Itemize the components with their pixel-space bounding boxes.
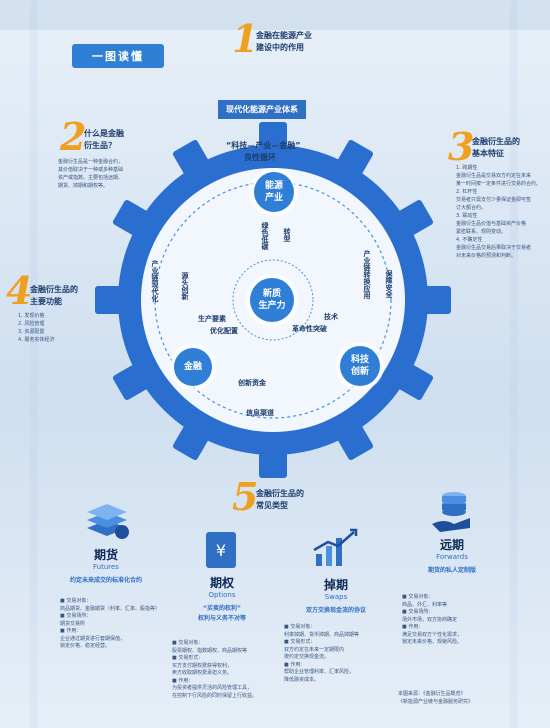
card-swaps-title: 掉期	[323, 578, 348, 592]
section-number-3: 3	[448, 124, 475, 169]
section-3-title-line2: 基本特征	[472, 149, 504, 158]
arrow-label-security: 保障安全	[385, 270, 393, 298]
section-1-title-line1: 金融在能源产业	[256, 31, 312, 40]
section-3-title-line1: 金融衍生品的	[472, 137, 520, 146]
card-options-body: ■ 交易对象： 股票期权、指数期权、商品期权等 ■ 交易形式： 买方支付期权费获…	[172, 640, 258, 699]
arrow-label-innovate: 源头创新	[181, 272, 189, 300]
card-forwards: 远期 Forwards 期货的私人定制版	[392, 536, 512, 574]
card-forwards-body: ■ 交易对象： 商品、外汇、利率等 ■ 交易场所： 场外市场，双方协商确定 ■ …	[402, 594, 463, 645]
arrow-label-capital: 创新资金	[238, 379, 266, 387]
node-new-productivity: 新质 生产力	[250, 278, 294, 322]
card-options-en: Options	[208, 591, 236, 599]
card-swaps-en: Swaps	[324, 593, 348, 601]
section-3-body: 1. 跨期性 金融衍生品是交易双方约定在未来 某一时间按一定条件进行交易的合约。…	[456, 165, 542, 259]
card-options-sub2: 权利与义务不对等	[197, 615, 246, 622]
section-4-title-line1: 金融衍生品的	[30, 285, 78, 294]
section-tag: 一图读懂	[72, 44, 164, 68]
section-number-4: 4	[6, 268, 33, 313]
hero-quote: “科技—产业—金融”	[226, 141, 301, 150]
card-forwards-en: Forwards	[436, 553, 468, 561]
arrow-label-demand: 产业链转换应用	[363, 250, 371, 299]
futures-icon	[82, 500, 132, 546]
arrow-label-tech-b: 革命性突破	[292, 325, 327, 333]
section-number-2: 2	[60, 114, 87, 159]
card-swaps-sub: 双方交换现金流的协议	[305, 607, 366, 614]
card-swaps-body: ■ 交易对象： 利率掉期、货币掉期、商品掉期等 ■ 交易形式： 双方约定在未来一…	[284, 624, 360, 683]
card-forwards-sub: 期货的私人定制版	[427, 567, 476, 574]
card-options-sub: “买卖的权利”	[203, 605, 241, 612]
arrow-label-modernize: 产业链现代化	[151, 260, 159, 302]
deco-bar	[30, 0, 38, 728]
arrow-label-transform: 转型	[283, 228, 291, 242]
arrow-label-optimize: 优化配置	[210, 327, 238, 335]
options-icon: ¥	[200, 528, 244, 576]
section-2-title-line2: 衍生品？	[84, 141, 116, 150]
node-energy-industry: 能源 产业	[254, 172, 294, 212]
card-futures-body: ■ 交易对象： 商品期货、金融期货（利率、汇率、股指等） ■ 交易场所： 期货交…	[60, 598, 161, 649]
card-swaps: 掉期 Swaps 双方交换现金流的协议	[276, 576, 396, 614]
gear-diagram: 现代化能源产业体系 “科技—产业—金融” 良性循环 能源 产业 新质 生产力 金…	[92, 100, 454, 480]
card-futures-en: Futures	[93, 563, 119, 571]
section-4-title-line2: 主要功能	[30, 297, 62, 306]
card-futures: 期货 Futures 约定未来成交的标准化合约	[46, 546, 166, 584]
swaps-icon	[312, 526, 360, 574]
card-forwards-title: 远期	[439, 538, 464, 552]
arrow-label-credit: 信息渠道	[246, 409, 274, 417]
section-1-title-line2: 建设中的作用	[256, 43, 304, 52]
forwards-icon	[430, 488, 474, 538]
top-band	[0, 0, 550, 30]
section-2-body: 金融衍生品是一种金融合约， 其价值取决于一种或多种基础 资产或指数。主要包括远期…	[58, 159, 124, 189]
arrow-label-tech-a: 技术	[324, 313, 338, 321]
section-5-title-line2: 常见类型	[256, 501, 288, 510]
deco-bar	[510, 0, 518, 728]
svg-text:¥: ¥	[216, 541, 226, 560]
section-4-body: 1. 发现价格 2. 风险管理 3. 资源配置 4. 服务实体经济	[18, 313, 55, 343]
node-tech-innovation: 科技 创新	[340, 346, 380, 386]
hero-quote-line2: 良性循环	[244, 153, 276, 162]
section-number-1: 1	[232, 16, 259, 61]
arrow-label-green: 绿色低碳	[261, 222, 269, 250]
card-futures-sub: 约定未来成交的标准化合约	[69, 577, 142, 584]
hero-banner: 现代化能源产业体系	[218, 100, 306, 119]
card-futures-title: 期货	[93, 548, 118, 562]
section-number-5: 5	[232, 474, 259, 519]
section-5-title-line1: 金融衍生品的	[256, 489, 304, 498]
node-finance: 金融	[174, 348, 212, 386]
section-2-title-line1: 什么是金融	[84, 129, 124, 138]
footer-note: 本图来源：《金融衍生品概览》 《新能源产业链与金融服务研究》	[398, 691, 474, 705]
card-options-title: 期权	[209, 576, 234, 590]
card-options: 期权 Options “买卖的权利” 权利与义务不对等	[162, 574, 282, 622]
arrow-label-factor: 生产要素	[198, 315, 226, 323]
